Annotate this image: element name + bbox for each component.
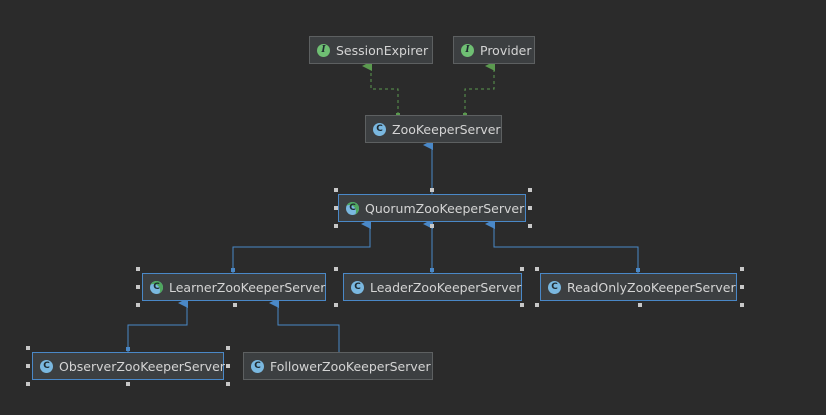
selection-handle[interactable] [528,224,532,228]
node-session-expirer[interactable]: I SessionExpirer [309,36,433,64]
node-zookeeper-server[interactable]: C ZooKeeperServer [365,115,502,143]
selection-handle[interactable] [334,267,338,271]
node-label: LeaderZooKeeperServer [370,279,522,295]
selection-handle[interactable] [430,224,434,228]
selection-handle[interactable] [136,285,140,289]
node-leader-zookeeper-server[interactable]: C LeaderZooKeeperServer [343,273,522,301]
node-provider[interactable]: I Provider [453,36,535,64]
interface-icon: I [461,43,474,57]
selection-handle[interactable] [740,303,744,307]
edge-anchor [231,268,235,272]
node-quorum-zookeeper-server[interactable]: C QuorumZooKeeperServer [338,194,526,222]
class-icon: C [251,359,264,373]
selection-handle[interactable] [334,206,338,210]
node-observer-zookeeper-server[interactable]: C ObserverZooKeeperServer [32,352,225,380]
node-label: SessionExpirer [336,42,429,58]
selection-handle[interactable] [528,188,532,192]
interface-icon: I [317,43,330,57]
node-label: FollowerZooKeeperServer [270,358,431,374]
edge-zookeeperserver-implements-provider [464,61,495,115]
node-readonly-zookeeper-server[interactable]: C ReadOnlyZooKeeperServer [540,273,737,301]
selection-handle[interactable] [226,382,230,386]
edge-anchor [636,268,640,272]
selection-handle[interactable] [334,188,338,192]
node-label: QuorumZooKeeperServer [365,200,525,216]
selection-handle[interactable] [638,303,642,307]
selection-handle[interactable] [136,267,140,271]
node-label: ReadOnlyZooKeeperServer [567,279,736,295]
class-icon: C [40,359,53,373]
class-icon: C [373,122,386,136]
class-icon: C [351,280,364,294]
selection-handle[interactable] [334,303,338,307]
edge-zookeeperserver-implements-sessionexpirer [362,61,399,115]
edge-anchor [430,268,434,272]
selection-handle[interactable] [334,224,338,228]
selection-handle[interactable] [233,303,237,307]
selection-handle[interactable] [430,188,434,192]
selection-handle[interactable] [26,346,30,350]
node-follower-zookeeper-server[interactable]: C FollowerZooKeeperServer [243,352,433,380]
selection-handle[interactable] [740,285,744,289]
selection-handle[interactable] [535,267,539,271]
selection-handle[interactable] [520,303,524,307]
selection-handle[interactable] [535,303,539,307]
edge-observer-extends-learner [127,298,188,352]
selection-handle[interactable] [226,346,230,350]
abstract-class-icon: C [150,280,163,294]
selection-handle[interactable] [26,382,30,386]
selection-handle[interactable] [226,364,230,368]
node-label: LearnerZooKeeperServer [169,279,326,295]
node-label: ObserverZooKeeperServer [59,358,225,374]
selection-handle[interactable] [740,267,744,271]
selection-handle[interactable] [126,382,130,386]
selection-handle[interactable] [520,267,524,271]
node-learner-zookeeper-server[interactable]: C LearnerZooKeeperServer [142,273,326,301]
node-label: ZooKeeperServer [392,121,501,137]
selection-handle[interactable] [528,206,532,210]
node-label: Provider [480,42,532,58]
selection-handle[interactable] [136,303,140,307]
abstract-class-icon: C [346,201,359,215]
edge-anchor [126,347,130,351]
edge-readonly-extends-quorum [485,219,639,273]
edge-learner-extends-quorum [232,219,371,273]
edge-follower-extends-learner [269,298,340,352]
class-icon: C [548,280,561,294]
selection-handle[interactable] [26,364,30,368]
